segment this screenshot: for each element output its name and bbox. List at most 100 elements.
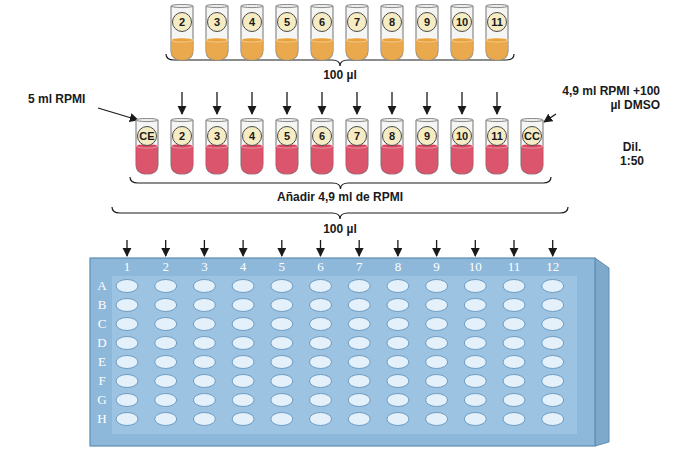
step-label: Añadir 4,9 ml de RPMI (277, 190, 403, 204)
pipette-arrow (496, 92, 497, 114)
column-number: 6 (317, 259, 324, 275)
pipette-arrow (216, 92, 217, 114)
column-number: 11 (508, 259, 521, 275)
pipette-arrow (544, 114, 556, 122)
row-letter: G (97, 392, 106, 408)
pipette-arrow (98, 108, 138, 120)
test-tube: 2 (167, 4, 197, 62)
tube-number: 8 (382, 126, 402, 146)
tube-number: 9 (417, 126, 437, 146)
plate-outline (90, 258, 615, 446)
row-letter: E (98, 354, 106, 370)
arrow-group (98, 92, 556, 256)
pipette-arrow (461, 92, 462, 114)
tube-number: CC (522, 126, 542, 146)
pipette-arrow (359, 240, 360, 256)
pipette-arrow (513, 240, 514, 256)
test-tube: 3 (202, 118, 232, 176)
row-letter: F (98, 373, 105, 389)
column-number: 9 (433, 259, 440, 275)
tube-number: 2 (172, 126, 192, 146)
reagent-label: 4,9 ml RPMI +100 µl DMSO (550, 84, 660, 112)
brace (112, 207, 568, 219)
test-tube: 9 (412, 118, 442, 176)
test-tube: 5 (272, 118, 302, 176)
column-number: 7 (356, 259, 363, 275)
tube-number: 9 (417, 12, 437, 32)
column-number: 8 (395, 259, 402, 275)
pipette-arrow (397, 240, 398, 256)
column-number: 10 (469, 259, 482, 275)
pipette-arrow (204, 240, 205, 256)
tube-number: 3 (207, 126, 227, 146)
pipette-arrow (286, 92, 287, 114)
test-tube: 11 (482, 4, 512, 62)
test-tube: 7 (342, 4, 372, 62)
tube-number: 11 (487, 12, 507, 32)
test-tube: 3 (202, 4, 232, 62)
row-letter: H (97, 411, 106, 427)
tube-number: 4 (242, 12, 262, 32)
tube-number: 4 (242, 126, 262, 146)
tube-number: 6 (312, 12, 332, 32)
tube-number: 5 (277, 12, 297, 32)
tube-number: CE (137, 126, 157, 146)
brace (130, 177, 551, 189)
tube-number: 8 (382, 12, 402, 32)
column-number: 1 (124, 259, 131, 275)
test-tube: 6 (307, 118, 337, 176)
pipette-arrow (126, 240, 127, 256)
pipette-arrow (242, 240, 243, 256)
tube-number: 10 (452, 12, 472, 32)
column-number: 12 (546, 259, 559, 275)
test-tube: 11 (482, 118, 512, 176)
tube-number: 7 (347, 126, 367, 146)
volume-label: 100 µl (323, 222, 357, 236)
tube-number: 2 (172, 12, 192, 32)
test-tube: 10 (447, 118, 477, 176)
pipette-arrow (356, 92, 357, 114)
pipette-arrow (391, 92, 392, 114)
pipette-arrow (552, 240, 553, 256)
pipette-arrow (251, 92, 252, 114)
row-letter: D (97, 335, 106, 351)
column-number: 3 (201, 259, 208, 275)
tube-number: 3 (207, 12, 227, 32)
pipette-arrow (436, 240, 437, 256)
test-tube: 6 (307, 4, 337, 62)
pipette-arrow (165, 240, 166, 256)
pipette-arrow (475, 240, 476, 256)
test-tube: CE (132, 118, 162, 176)
column-number: 4 (240, 259, 247, 275)
pipette-arrow (181, 92, 182, 114)
dilution-label: Dil. 1:50 (610, 140, 654, 168)
test-tube: 7 (342, 118, 372, 176)
tube-number: 11 (487, 126, 507, 146)
brace-group (112, 54, 568, 219)
volume-label: 100 µl (323, 68, 357, 82)
test-tube: 9 (412, 4, 442, 62)
tube-number: 6 (312, 126, 332, 146)
column-number: 5 (279, 259, 286, 275)
row-letter: A (97, 278, 106, 294)
pipette-arrow (320, 240, 321, 256)
row-letter: B (98, 297, 107, 313)
tube-number: 5 (277, 126, 297, 146)
test-tube: 4 (237, 118, 267, 176)
column-number: 2 (162, 259, 169, 275)
test-tube: 4 (237, 4, 267, 62)
test-tube: 5 (272, 4, 302, 62)
test-tube: 8 (377, 118, 407, 176)
test-tube: 10 (447, 4, 477, 62)
test-tube: 8 (377, 4, 407, 62)
row-letter: C (98, 316, 107, 332)
microplate: 123456789101112ABCDEFGH (90, 258, 595, 446)
test-tube: 2 (167, 118, 197, 176)
pipette-arrow (281, 240, 282, 256)
reagent-label: 5 ml RPMI (28, 92, 85, 106)
pipette-arrow (426, 92, 427, 114)
test-tube: CC (517, 118, 547, 176)
tube-number: 10 (452, 126, 472, 146)
tube-number: 7 (347, 12, 367, 32)
pipette-arrow (321, 92, 322, 114)
